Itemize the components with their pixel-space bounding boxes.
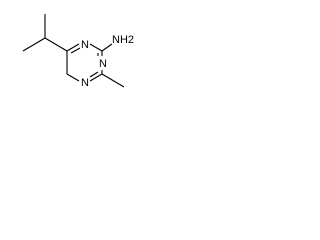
ring-nitrogen-right-label: N [99,58,107,70]
bond-c6-isopropyl-ch [44,37,68,52]
bond-c2-nh2 [101,43,113,52]
bond-c5-n-bottom [66,73,80,82]
bond-c4-methyl [101,73,125,88]
bond-c2-n-top [89,43,103,52]
bond-n-bottom-c4-double [89,71,99,78]
ring-nitrogen-bottom-label: N [81,77,89,89]
molecule-diagram: NH2 N N N [22,14,134,89]
bond-n-top-c6 [66,43,80,52]
bond-n-bottom-c4 [89,73,103,82]
amine-label: NH2 [112,34,134,46]
bond-isopropyl-methyl-left [22,37,46,52]
structure-canvas: NH2 N N N [0,0,166,150]
ring-nitrogen-top-label: N [81,39,89,51]
bond-n-top-c6-double [70,47,81,54]
